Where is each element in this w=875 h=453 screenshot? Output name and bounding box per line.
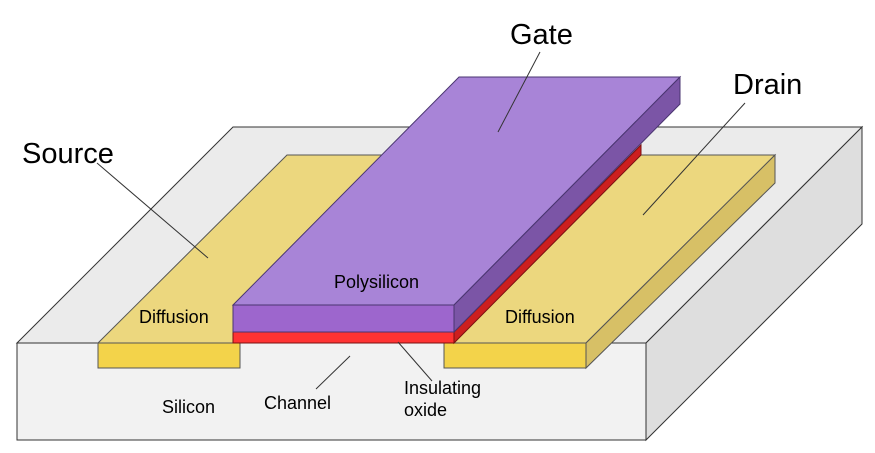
insulating-label-line1: Insulating [404, 378, 481, 398]
drain-diffusion-front [443, 342, 587, 369]
polysilicon-gate [231, 75, 682, 334]
drain-label: Drain [733, 69, 802, 101]
polysilicon-label: Polysilicon [334, 272, 419, 292]
channel-leader-line [315, 355, 351, 390]
diffusion-right-label: Diffusion [505, 307, 575, 327]
drain-leader-line [642, 102, 746, 216]
source-label: Source [22, 138, 114, 170]
source-diffusion-front [97, 342, 241, 369]
insulating-label-line2: oxide [404, 400, 447, 420]
silicon-label: Silicon [162, 397, 215, 417]
oxide-front [232, 331, 455, 344]
gate-leader-line [497, 51, 541, 133]
source-leader-line [96, 162, 209, 259]
gate-label: Gate [510, 19, 573, 51]
labels: Gate Drain Source Polysilicon Diffusion … [22, 19, 802, 420]
insulating-oxide [232, 143, 642, 345]
leader-lines [96, 51, 746, 390]
oxide-leader-line [397, 341, 433, 382]
gate-front-face [232, 304, 455, 333]
diffusion-left-label: Diffusion [139, 307, 209, 327]
channel-label: Channel [264, 393, 331, 413]
drain-diffusion [442, 153, 777, 370]
